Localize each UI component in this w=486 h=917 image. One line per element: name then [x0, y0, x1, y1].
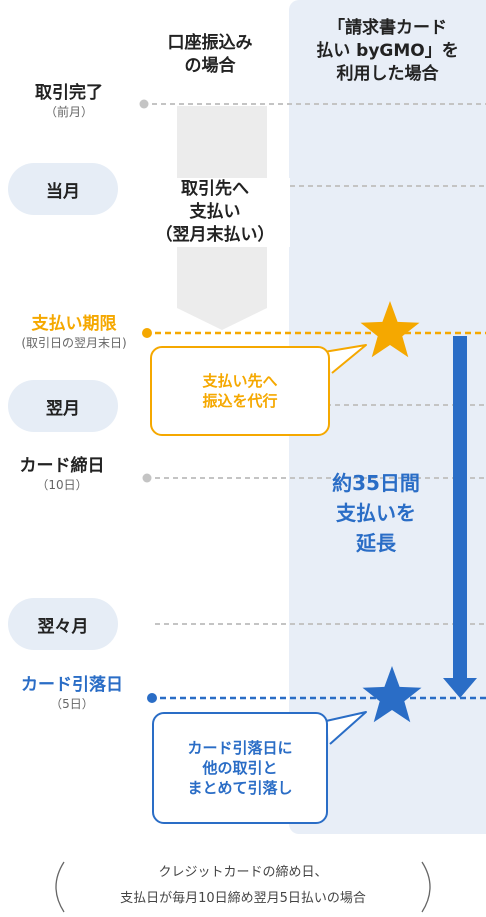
- bank-transfer-header-line: の場合: [184, 56, 236, 76]
- next-month-pill: 翌月: [8, 380, 118, 432]
- footnote: クレジットカードの締め日、 支払日が毎月10日締め翌月5日払いの場合: [0, 860, 486, 912]
- footnote-line: 支払日が毎月10日締め翌月5日払いの場合: [120, 891, 366, 906]
- footnote-bracket-right: [421, 861, 431, 913]
- debit-date-title: カード引落日: [21, 675, 123, 695]
- footnote-line: クレジットカードの締め日、: [158, 865, 328, 880]
- extension-label-line: 支払いを: [336, 501, 416, 525]
- callout-pointer-debit: [325, 711, 367, 745]
- debit-callout-line: カード引落日に: [187, 739, 293, 757]
- extension-label: 約35日間 支払いを 延長: [320, 468, 432, 558]
- card-close-sub: （10日）: [36, 478, 88, 492]
- dot-debit-date: [147, 693, 157, 703]
- due-date-label: 支払い期限 (取引日の翌月末日): [0, 313, 148, 351]
- gmo-header-line: 払い byGMO」を: [316, 41, 459, 61]
- due-date-title: 支払い期限: [31, 314, 117, 334]
- debit-callout: カード引落日に 他の取引と まとめて引落し: [152, 712, 328, 824]
- extension-label-line: 約35日間: [332, 471, 420, 495]
- month-after-pill: 翌々月: [8, 598, 118, 650]
- bank-transfer-text-line: （翌月末払い）: [155, 225, 275, 245]
- bank-transfer-header: 口座振込み の場合: [140, 32, 280, 78]
- footnote-bracket-left: [55, 861, 65, 913]
- this-month-pill: 当月: [8, 163, 118, 215]
- extension-label-line: 延長: [356, 531, 396, 555]
- proxy-transfer-callout-line: 支払い先へ: [202, 372, 278, 390]
- bank-transfer-text: 取引先へ 支払い （翌月末払い）: [140, 178, 290, 247]
- star-icon: [360, 301, 420, 358]
- gmo-header-line: 利用した場合: [336, 64, 439, 84]
- dot-card-close: [142, 473, 152, 483]
- proxy-transfer-callout: 支払い先へ 振込を代行: [150, 346, 330, 436]
- dot-deal-complete: [139, 99, 149, 109]
- debit-callout-line: 他の取引と: [202, 759, 278, 777]
- debit-callout-line: まとめて引落し: [187, 779, 293, 797]
- gmo-header-line: 「請求書カード: [328, 18, 447, 38]
- gmo-header: 「請求書カード 払い byGMO」を 利用した場合: [289, 17, 486, 86]
- debit-date-sub: （5日）: [50, 697, 94, 711]
- due-date-sub: (取引日の翌月末日): [21, 336, 127, 350]
- card-close-label: カード締日 （10日）: [10, 455, 114, 493]
- bank-transfer-header-line: 口座振込み: [167, 33, 253, 53]
- bank-transfer-text-line: 支払い: [189, 202, 241, 222]
- deal-complete-sub: （前月）: [44, 105, 93, 119]
- dot-due-date: [142, 328, 152, 338]
- deal-complete-title: 取引完了: [35, 83, 103, 103]
- star-icon: [362, 666, 422, 723]
- proxy-transfer-callout-line: 振込を代行: [202, 392, 278, 410]
- deal-complete-label: 取引完了 （前月）: [28, 82, 110, 120]
- bank-transfer-text-line: 取引先へ: [181, 179, 249, 199]
- card-close-title: カード締日: [19, 456, 105, 476]
- extension-arrow: [443, 336, 477, 698]
- callout-pointer-proxy: [323, 344, 367, 374]
- debit-date-label: カード引落日 （5日）: [8, 674, 136, 712]
